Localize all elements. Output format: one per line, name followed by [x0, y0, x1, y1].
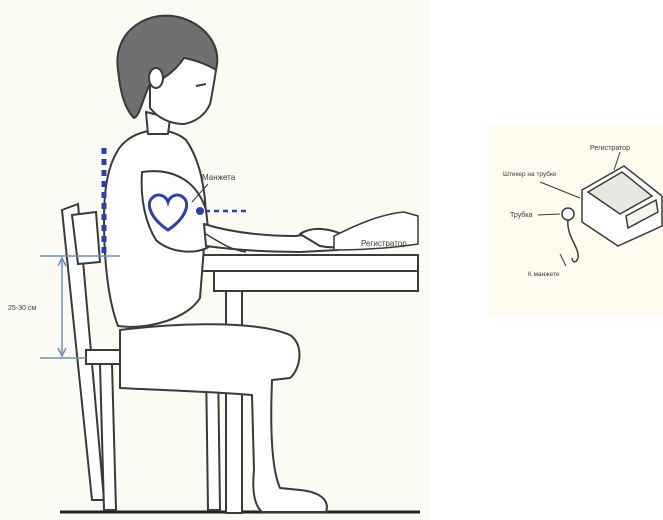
height-label: 25-30 см [8, 305, 36, 312]
air-plug-label: Штекер на трубке [503, 170, 557, 178]
heart-level-dot [196, 207, 204, 215]
inset-air-plug [562, 208, 574, 220]
table-apron [214, 271, 418, 291]
person-ear [149, 68, 163, 88]
table-top [200, 255, 418, 271]
to-cuff-label: К манжете [528, 271, 560, 278]
chair-leg-front [100, 364, 116, 510]
tube-label: Трубка [510, 211, 533, 219]
cuff-label: Манжета [202, 173, 236, 182]
main-register-label: Регистратор [361, 239, 407, 248]
inset-register-label: Регистратор [590, 145, 630, 152]
